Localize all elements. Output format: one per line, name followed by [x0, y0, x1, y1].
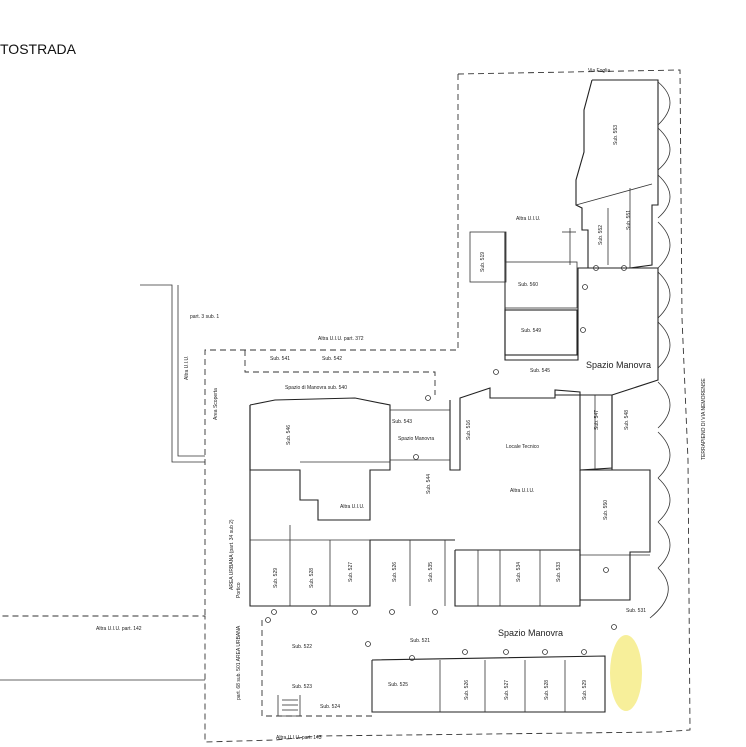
arc-6	[657, 321, 671, 369]
label-sub549: Sub. 549	[521, 328, 541, 334]
label-sub542: Sub. 542	[322, 356, 342, 362]
left-street-line-inner	[177, 285, 205, 457]
label-rot-sub-o: Sub. 534	[516, 562, 522, 582]
lower-central-row	[454, 549, 581, 607]
arc-11	[649, 567, 669, 619]
label-altra-uiu-center: Altra U.I.U.	[510, 488, 534, 494]
sub530-room	[579, 469, 651, 601]
label-area-scoperta: Area Scoperta	[213, 388, 219, 420]
label-sub541: Sub. 541	[270, 356, 290, 362]
label-altra-uiu-top: Altra U.I.U.	[516, 216, 540, 222]
boundary-middle	[204, 232, 459, 616]
label-sub531: Sub. 531	[626, 608, 646, 614]
label-sub543: Sub. 543	[392, 419, 412, 425]
label-altra-uiu-left: Altra U.I.U.	[184, 356, 190, 380]
label-sub524: Sub. 524	[320, 704, 340, 710]
door-markers	[265, 265, 627, 661]
label-sub522: Sub. 522	[292, 644, 312, 650]
label-rot-sub-u: Sub. 529	[582, 680, 588, 700]
label-rot-sub-k: Sub. 528	[309, 568, 315, 588]
label-altra-uiu-142: Altra U.I.U. part. 142	[96, 626, 142, 632]
label-portico: Portico	[236, 582, 242, 598]
label-sub560: Sub. 560	[518, 282, 538, 288]
label-area-urbana: AREA URBANA (part. 34 sub 2)	[229, 519, 235, 590]
label-rot-sub-l: Sub. 527	[348, 562, 354, 582]
arc-4	[657, 221, 671, 269]
label-rot-sub-t: Sub. 528	[544, 680, 550, 700]
upper-right-building	[575, 79, 659, 269]
label-rot-sub-r: Sub. 526	[464, 680, 470, 700]
label-rot-sub-a: Sub. 552	[598, 225, 604, 245]
stairs	[277, 695, 301, 717]
label-sub545: Sub. 545	[530, 368, 550, 374]
wall-c	[575, 183, 653, 206]
label-terrapieno: TERRAPIENO DI VIA NEMORENSE	[701, 378, 707, 460]
boundary-sub541	[244, 350, 436, 395]
label-part-3: part. 3 sub. 1	[190, 314, 219, 320]
plan-title: TOSTRADA	[0, 41, 77, 57]
label-sub525: Sub. 525	[388, 682, 408, 688]
sub519-box	[469, 231, 507, 283]
label-rot-sub-j: Sub. 529	[273, 568, 279, 588]
arc-2	[657, 127, 671, 171]
label-rot-sub-g: Sub. 546	[286, 425, 292, 445]
label-rot-sub-p: Sub. 533	[556, 562, 562, 582]
sub522-dash	[261, 620, 372, 717]
label-spazio-manovra-right: Spazio Manovra	[586, 360, 651, 370]
label-rot-sub-h: Sub. 544	[426, 474, 432, 494]
label-rot-sub-e: Sub. 548	[624, 410, 630, 430]
label-rot-sub-c: Sub. 519	[480, 252, 486, 272]
label-area-urbana-bottom: part. 68 sub. 501 AREA URBANA	[236, 625, 242, 700]
property-boundary	[0, 69, 691, 743]
sub549-box	[504, 309, 578, 356]
left-central-lower	[249, 405, 455, 607]
label-rot-sub-top: Sub. 553	[613, 125, 619, 145]
arc-1	[657, 81, 671, 126]
label-spazio-manovra-540: Spazio di Manovra sub. 540	[285, 385, 347, 391]
label-sub523: Sub. 523	[292, 684, 312, 690]
central-building	[449, 232, 659, 471]
label-altra-uiu-372: Altra U.I.U. part. 372	[318, 336, 364, 342]
arc-5	[657, 271, 671, 319]
arc-7	[657, 381, 671, 429]
label-sub521: Sub. 521	[410, 638, 430, 644]
label-altra-uiu-143: Altra U.I.U. part. 143	[276, 735, 322, 741]
label-rot-sub-d: Sub. 516	[466, 420, 472, 440]
label-rot-sub-i: Sub. 550	[603, 500, 609, 520]
arc-9	[657, 477, 671, 523]
label-locale-tecnico: Locale Tecnico	[506, 444, 539, 450]
label-rot-sub-m: Sub. 526	[392, 562, 398, 582]
arc-3	[657, 174, 671, 219]
sub560-box	[504, 261, 578, 309]
label-altra-uiu-mid: Altra U.I.U.	[340, 504, 364, 510]
label-rot-sub-n: Sub. 535	[428, 562, 434, 582]
right-rooms	[555, 394, 613, 471]
label-spazio-manovra-bottom: Spazio Manovra	[498, 628, 563, 638]
label-rot-sub-s: Sub. 527	[504, 680, 510, 700]
arc-10	[657, 521, 671, 569]
label-spazio-manovra-small: Spazio Manovra	[398, 436, 434, 442]
label-rot-sub-b: Sub. 551	[626, 210, 632, 230]
left-central-block	[249, 397, 391, 521]
label-via-foglia: Via Foglia	[588, 68, 610, 74]
highlighted-area	[610, 635, 642, 711]
arc-8	[657, 431, 671, 479]
label-rot-sub-f: Sub. 547	[594, 410, 600, 430]
left-street-line	[140, 284, 205, 463]
